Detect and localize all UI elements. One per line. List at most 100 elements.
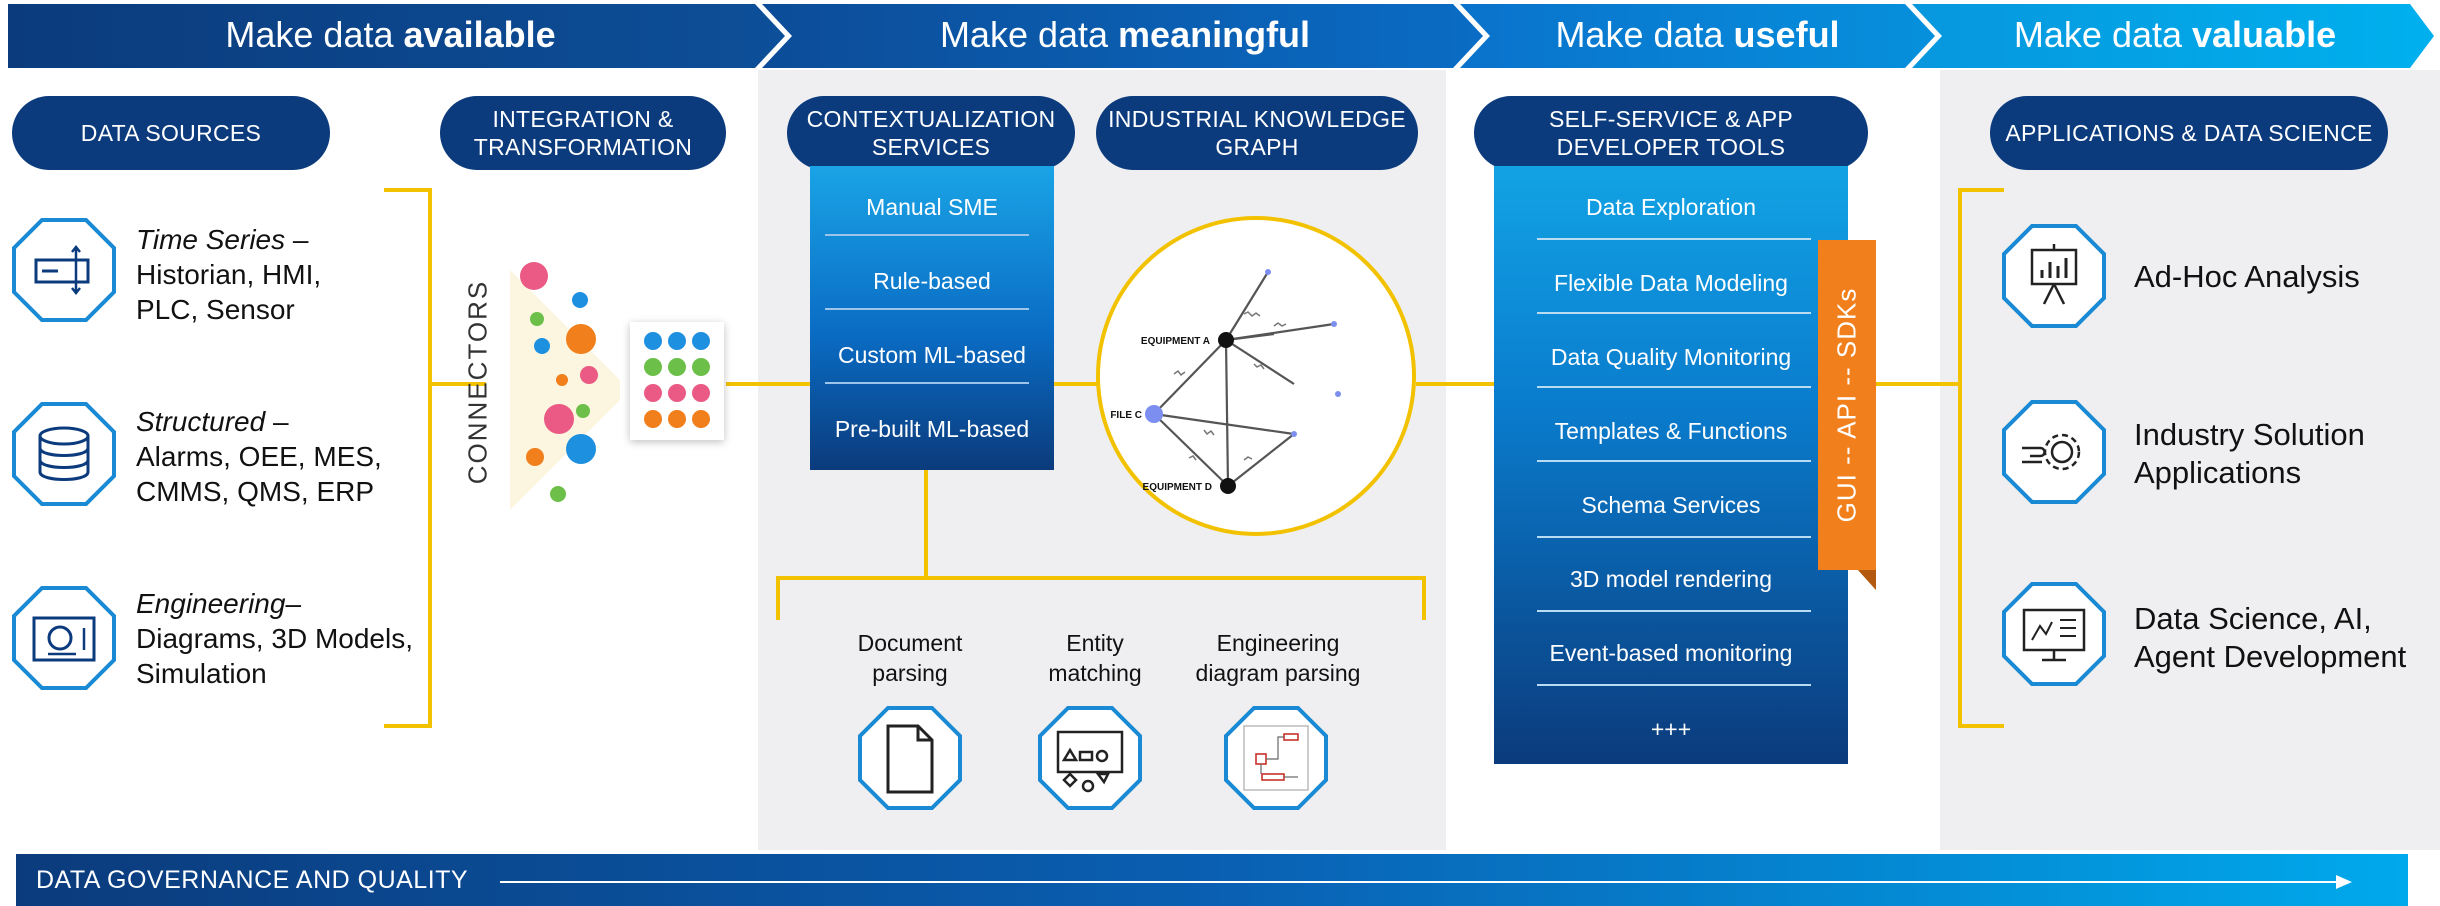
- divider: [1537, 238, 1811, 240]
- data-dot: [550, 486, 566, 502]
- source-time-series: Time Series – Historian, HMI, PLC, Senso…: [136, 224, 322, 325]
- data-dot: [526, 448, 544, 466]
- tools-box: [1494, 166, 1848, 764]
- stage-arrow-2: [762, 4, 1483, 68]
- sources-bracket-top: [384, 188, 432, 192]
- parsing-bracket-top: [776, 576, 1426, 580]
- grid-dot: [692, 332, 710, 350]
- divider: [825, 234, 1029, 236]
- tool-templates-functions: Templates & Functions: [1554, 417, 1788, 444]
- graph-node-equipment-d: EQUIPMENT D: [1143, 482, 1212, 493]
- governance-arrow-head: [2336, 875, 2352, 889]
- data-dot: [556, 374, 568, 386]
- gear-hand-icon: [2002, 400, 2106, 504]
- graph-node-file-c: FILE C: [1110, 410, 1142, 421]
- engineering-drawing-icon: [12, 586, 116, 690]
- database-icon: [12, 402, 116, 506]
- tool-flexible-data-modeling: Flexible Data Modeling: [1554, 269, 1788, 296]
- grid-dot: [668, 410, 686, 428]
- app-ad-hoc-analysis: Ad-Hoc Analysis: [2134, 259, 2360, 294]
- apps-bracket-bottom: [1958, 724, 2004, 728]
- source-title: Engineering: [136, 588, 286, 619]
- monitor-analytics-icon: [2002, 582, 2106, 686]
- tool-data-exploration: Data Exploration: [1585, 193, 1757, 220]
- divider: [825, 382, 1029, 384]
- flow-line-to-context: [726, 382, 812, 386]
- governance-arrow-line: [500, 881, 2340, 883]
- self-service-pill: SELF-SERVICE & APP DEVELOPER TOOLS: [1474, 96, 1868, 170]
- graph-node-equipment-a: EQUIPMENT A: [1141, 336, 1210, 347]
- sources-bracket-bottom: [384, 724, 432, 728]
- grid-dot: [692, 410, 710, 428]
- parsing-bracket-left: [776, 576, 780, 620]
- flow-line-sources: [428, 382, 486, 386]
- flow-line-to-tools: [1416, 382, 1496, 386]
- data-sources-pill: DATA SOURCES: [12, 96, 330, 170]
- context-service-prebuilt-ml: Pre-built ML-based: [834, 415, 1030, 442]
- grid-dot: [644, 410, 662, 428]
- presentation-chart-icon: [2002, 224, 2106, 328]
- tool-data-quality-monitoring: Data Quality Monitoring: [1550, 343, 1792, 370]
- tool-3d-model-rendering: 3D model rendering: [1569, 565, 1772, 592]
- context-services-box: [810, 166, 1054, 470]
- divider: [1537, 536, 1811, 538]
- data-dot: [520, 262, 548, 290]
- context-service-rule: Rule-based: [873, 267, 991, 294]
- data-dot: [544, 404, 574, 434]
- context-service-manual: Manual SME: [866, 193, 998, 220]
- applications-pill: APPLICATIONS & DATA SCIENCE: [1990, 96, 2388, 170]
- parsing-label-document: Document parsing: [857, 630, 963, 686]
- shapes-icon: [1038, 706, 1142, 810]
- divider: [1537, 312, 1811, 314]
- source-structured: Structured – Alarms, OEE, MES, CMMS, QMS…: [136, 406, 382, 507]
- contextualization-pill: CONTEXTUALIZATION SERVICES: [787, 96, 1075, 170]
- knowledge-graph-pill: INDUSTRIAL KNOWLEDGE GRAPH: [1096, 96, 1418, 170]
- grid-dot: [668, 384, 686, 402]
- parsing-bracket-right: [1422, 576, 1426, 620]
- data-dot: [580, 366, 598, 384]
- grid-dot: [668, 332, 686, 350]
- data-dot: [566, 434, 596, 464]
- tool-more: +++: [1650, 715, 1692, 742]
- stage-banner: [8, 4, 2434, 68]
- governance-bar: [16, 854, 2408, 906]
- divider: [1537, 610, 1811, 612]
- apps-bracket-top: [1958, 188, 2004, 192]
- knowledge-graph: EQUIPMENT A FILE C EQUIPMENT D: [1096, 216, 1416, 536]
- data-dot: [530, 312, 544, 326]
- time-series-device-icon: [12, 218, 116, 322]
- integration-pill: INTEGRATION & TRANSFORMATION: [440, 96, 726, 170]
- sdk-tab-label: GUI -- API -- SDKs: [1831, 287, 1862, 523]
- divider: [1537, 684, 1811, 686]
- source-title: Structured: [136, 406, 266, 437]
- source-title: Time Series: [136, 224, 286, 255]
- parsing-label-entity: Entity matching: [1048, 630, 1142, 686]
- flow-line-to-graph: [1052, 382, 1098, 386]
- sdk-tab-shape: [1818, 240, 1876, 590]
- source-engineering: Engineering– Diagrams, 3D Models, Simula…: [136, 588, 413, 689]
- app-industry-solution: Industry Solution Applications: [2134, 417, 2365, 490]
- governance-label: DATA GOVERNANCE AND QUALITY: [36, 866, 469, 894]
- data-dot: [534, 338, 550, 354]
- app-data-science: Data Science, AI, Agent Development: [2134, 601, 2407, 674]
- diagram-icon: [1224, 706, 1328, 810]
- grid-dot: [644, 384, 662, 402]
- tool-event-based-monitoring: Event-based monitoring: [1549, 639, 1793, 666]
- divider: [1537, 460, 1811, 462]
- divider: [825, 308, 1029, 310]
- data-dot: [572, 292, 588, 308]
- stage-arrow-4: [1912, 4, 2434, 68]
- data-dot: [576, 404, 590, 418]
- grid-dot: [692, 384, 710, 402]
- context-service-custom-ml: Custom ML-based: [838, 341, 1026, 368]
- grid-dot: [668, 358, 686, 376]
- grid-dot: [692, 358, 710, 376]
- structured-data-card: [630, 322, 724, 440]
- divider: [1537, 386, 1811, 388]
- document-icon: [858, 706, 962, 810]
- sources-bracket-side: [428, 188, 432, 728]
